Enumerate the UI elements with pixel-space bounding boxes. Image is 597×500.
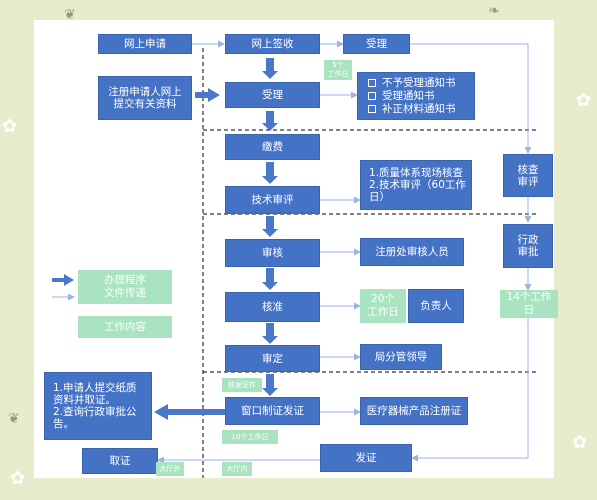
issue-cert-box: 发证 — [320, 444, 412, 472]
notice-supplement: 补正材料通知书 — [382, 103, 456, 115]
accept-top-box: 受理 — [343, 34, 410, 54]
days-20-note: 20个 工作日 — [360, 289, 406, 323]
fetch-cert-box: 取证 — [82, 448, 158, 474]
flower-icon: ✿ — [2, 116, 18, 137]
audit-box: 审核 — [225, 239, 320, 267]
days-5-note: 5个 工作日 — [324, 60, 352, 80]
registrar-box: 注册处审核人员 — [360, 238, 464, 266]
legend-work-content-text: 工作内容 — [104, 320, 146, 333]
days-14-note: 14个工作 日 — [500, 290, 558, 318]
legend-process-text: 办理程序 文件传递 — [104, 274, 146, 299]
bureau-leader-box: 局分管领导 — [360, 344, 442, 370]
flower-icon: ✿ — [576, 90, 592, 111]
notice-reject: 不予受理通知书 — [382, 77, 456, 89]
legend-process: 办理程序 文件传递 — [78, 270, 172, 304]
register-apply-box: 注册申请人网上 提交有关资料 — [98, 76, 192, 120]
hall-out-note: 大厅外 — [156, 462, 184, 476]
product-cert-box: 医疗器械产品注册证 — [360, 397, 468, 425]
leaf-icon: ❦ — [64, 7, 76, 23]
dashed-dividers — [202, 48, 536, 478]
pay-box: 缴费 — [225, 134, 320, 160]
responsible-box: 负责人 — [408, 289, 464, 323]
review-check-box: 核查 审评 — [503, 154, 553, 197]
flower-icon: ✿ — [572, 432, 588, 453]
leaf-icon: ❧ — [488, 3, 500, 19]
hall-in-note: 大厅内 — [222, 462, 252, 476]
checkbox-icon — [368, 105, 376, 113]
flower-icon: ✿ — [10, 468, 26, 489]
days-10-note: 10个工作日 — [222, 430, 278, 444]
window-cert-box: 窗口制证发证 — [225, 397, 320, 425]
online-apply-box: 网上申请 — [98, 34, 192, 54]
tech-review-notes-box: 1.质量体系现场核查 2.技术审评（60工作 日） — [360, 160, 472, 210]
tech-review-box: 技术审评 — [225, 186, 320, 214]
accept-box: 受理 — [225, 82, 320, 108]
checkbox-icon — [368, 79, 376, 87]
leaf-icon: ❦ — [8, 411, 20, 427]
checkbox-icon — [368, 92, 376, 100]
online-receive-box: 网上签收 — [225, 34, 320, 54]
paper-docs-box: 1.申请人提交纸质 资料并取证。 2.查询行政审批公 告。 — [44, 372, 152, 440]
legend-work-content: 工作内容 — [78, 316, 172, 338]
cert-receive-note: 核发证件 — [222, 378, 262, 392]
notice-accept: 受理通知书 — [382, 90, 435, 102]
notices-box: 不予受理通知书 受理通知书 补正材料通知书 — [357, 72, 475, 120]
approve-box: 核准 — [225, 292, 320, 322]
decide-box: 审定 — [225, 345, 320, 372]
admin-approve-box: 行政 审批 — [503, 224, 553, 268]
